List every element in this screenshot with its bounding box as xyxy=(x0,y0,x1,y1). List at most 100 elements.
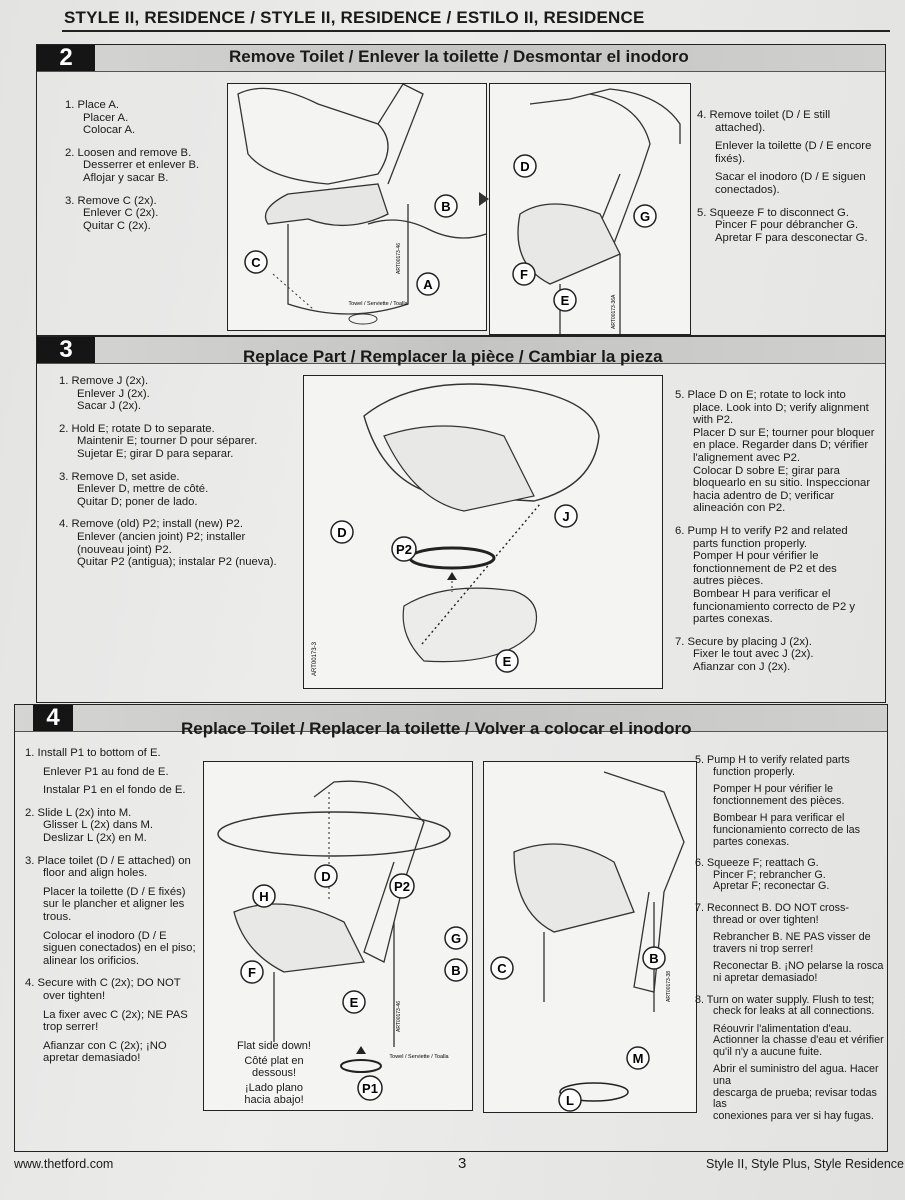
instruction-line: en place. Regarder dans D; vérifier xyxy=(693,439,869,452)
step-arrow xyxy=(479,192,489,206)
callout-d: D xyxy=(337,525,346,540)
instruction-line: check for leaks at all connections. xyxy=(713,1005,875,1018)
instruction-line: parts function properly. xyxy=(693,537,808,550)
callout-b: B xyxy=(451,963,460,978)
step-3-section: 3 Replace Part / Remplacer la pièce / Ca… xyxy=(36,336,886,703)
note-line: dessous! xyxy=(251,1067,297,1080)
step-4-figure-1: D H P2 G F B E P1 Towel / Serviette / To… xyxy=(203,761,473,1111)
note-line: hacia abajo! xyxy=(244,1094,304,1107)
instruction-line: descarga de prueba; revisar todas las xyxy=(713,1086,877,1111)
step-2-figure-2: D G F E ART00173-36A xyxy=(489,83,691,335)
group-gap xyxy=(25,845,215,855)
instruction-line: partes conexas. xyxy=(693,613,773,626)
instruction-line: Reconectar B. ¡NO pelarse la rosca xyxy=(713,960,884,973)
instruction-line: conectados). xyxy=(715,183,780,196)
instruction-line: fonctionnement des pièces. xyxy=(713,794,845,807)
instruction-line: Abrir el suministro del agua. Hacer una xyxy=(713,1063,879,1088)
instruction-line: Quitar P2 (antigua); instalar P2 (nueva)… xyxy=(77,556,277,569)
art-code: ART00173-46 xyxy=(396,243,402,274)
replace-toilet-illustration-2: C B M L ART00173-38 xyxy=(490,771,685,1112)
instruction-line: qu'il n'y a aucune fuite. xyxy=(713,1045,823,1058)
group-gap xyxy=(65,137,233,147)
art-code: ART00173-46 xyxy=(396,1001,402,1032)
instruction-line: funcionamiento correcto de P2 y xyxy=(693,600,856,613)
note-line: ¡Lado plano xyxy=(244,1081,304,1094)
callout-p2: P2 xyxy=(394,879,410,894)
instruction-line: Enlever J (2x). xyxy=(77,387,150,400)
step-3-header: 3 Replace Part / Remplacer la pièce / Ca… xyxy=(37,337,885,366)
step-4-section: 4 Replace Toilet / Replacer la toilette … xyxy=(14,704,888,1152)
step-2-figure-1: B A C Towel / Serviette / Toalla ART0017… xyxy=(227,83,487,331)
footer-models: Style II, Style Plus, Style Residence xyxy=(706,1157,905,1171)
replace-toilet-illustration-1: D H P2 G F B E P1 Towel / Serviette / To… xyxy=(217,780,468,1101)
instruction-line: 3. Place toilet (D / E attached) on xyxy=(25,854,191,867)
instruction-line: travers ni trop serrer! xyxy=(713,942,814,955)
callout-e: E xyxy=(561,293,570,308)
instruction-line: Placer D sur E; tourner pour bloquer xyxy=(693,426,875,439)
instruction-line: Enlever D, mettre de côté. xyxy=(77,483,209,496)
instruction-line: fonctionnement de P2 et des xyxy=(693,562,837,575)
instruction-line: Deslizar L (2x) en M. xyxy=(43,831,147,844)
step-3-number: 3 xyxy=(37,337,95,363)
instruction-line: 5. Pump H to verify related parts xyxy=(695,754,850,766)
callout-c: C xyxy=(251,255,261,270)
step-3-title: Replace Part / Remplacer la pièce / Camb… xyxy=(243,347,663,366)
instruction-line: Apretar F para desconectar G. xyxy=(715,231,868,244)
callout-g: G xyxy=(451,931,461,946)
instruction-line: Fixer le tout avec J (2x). xyxy=(693,648,814,661)
group-gap xyxy=(59,508,309,518)
instruction-line: Apretar F; reconectar G. xyxy=(713,880,830,893)
callout-j: J xyxy=(562,509,569,524)
instruction-line: 6. Pump H to verify P2 and related xyxy=(675,524,848,537)
instruction-line: thread or over tighten! xyxy=(713,913,819,926)
instruction-line: partes conexas. xyxy=(713,835,790,848)
instruction-line: trop serrer! xyxy=(43,1021,99,1034)
instruction-line: Instalar P1 en el fondo de E. xyxy=(43,784,186,797)
group-gap xyxy=(65,232,233,242)
instruction-line: Glisser L (2x) dans M. xyxy=(43,819,154,832)
callout-p2: P2 xyxy=(396,542,412,557)
instruction-line: Colocar D sobre E; girar para xyxy=(693,464,840,477)
instruction-line: La fixer avec C (2x); NE PAS xyxy=(43,1008,188,1021)
step-2-section: 2 Remove Toilet / Enlever la toilette / … xyxy=(36,44,886,336)
instruction-line: Réouvrir l'alimentation d'eau. xyxy=(713,1022,852,1035)
instruction-line: function properly. xyxy=(713,765,796,778)
instruction-line: 2. Slide L (2x) into M. xyxy=(25,806,132,819)
group-gap xyxy=(25,797,215,807)
instruction-line: Aflojar y sacar B. xyxy=(83,171,169,184)
instruction-line: fixés). xyxy=(715,152,746,165)
callout-h: H xyxy=(259,889,268,904)
callout-d: D xyxy=(321,869,330,884)
instruction-line: place. Look into D; verify alignment xyxy=(693,401,869,414)
instruction-line: trous. xyxy=(43,910,72,923)
step-4-header: 4 Replace Toilet / Replacer la toilette … xyxy=(15,705,887,738)
instruction-line: with P2. xyxy=(693,414,734,427)
instruction-line: Pincer F pour débrancher G. xyxy=(715,219,859,232)
art-code: ART00173-38 xyxy=(666,971,672,1002)
callout-p1: P1 xyxy=(362,1081,378,1096)
instruction-line: funcionamiento correcto de las xyxy=(713,823,861,836)
instruction-line: autres pièces. xyxy=(693,575,764,588)
instruction-line: Pincer F; rebrancher G. xyxy=(713,868,826,881)
instruction-line: 3. Remove D, set aside. xyxy=(59,470,180,483)
group-gap xyxy=(695,1122,885,1132)
callout-e: E xyxy=(503,654,512,669)
instruction-line: siguen conectados) en el piso; xyxy=(43,942,196,955)
callout-b: B xyxy=(649,951,658,966)
instruction-line: Afianzar con J (2x). xyxy=(693,660,791,673)
note-line: Côté plat en xyxy=(244,1054,304,1067)
footer-url[interactable]: www.thetford.com xyxy=(14,1157,114,1171)
note-line: Flat side down! xyxy=(237,1040,311,1052)
callout-b: B xyxy=(441,199,450,214)
remove-toilet-illustration-2: D G F E ART00173-36A xyxy=(512,88,681,334)
instruction-line: Quitar D; poner de lado. xyxy=(77,495,198,508)
instruction-line: conexiones para ver si hay fugas. xyxy=(713,1109,874,1122)
callout-a: A xyxy=(423,277,433,292)
step-4-left-instructions: 1. Install P1 to bottom of E.Enlever P1 … xyxy=(25,747,215,1075)
instruction-line: Sacar el inodoro (D / E siguen xyxy=(715,171,866,184)
step-2-number: 2 xyxy=(37,45,95,71)
